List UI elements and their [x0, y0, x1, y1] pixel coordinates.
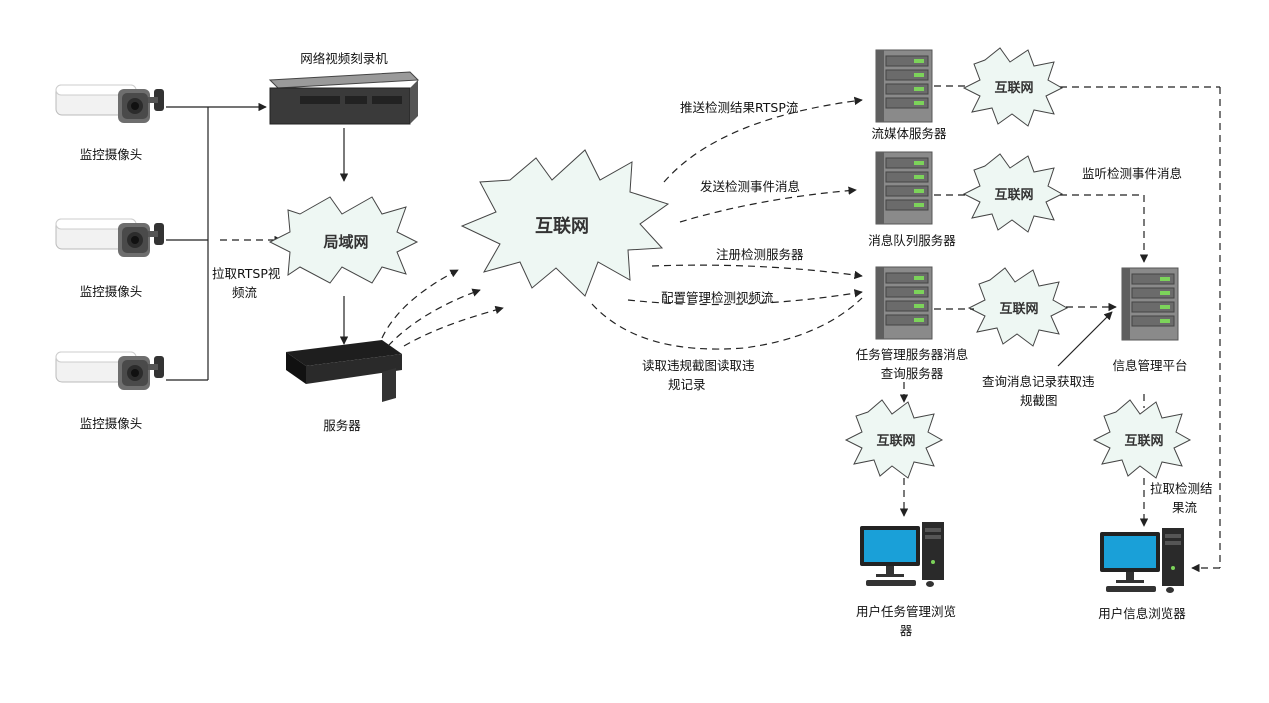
- pull-result-label-2: 果流: [1172, 500, 1198, 515]
- server-label: 服务器: [323, 418, 361, 433]
- info-platform-node: 信息管理平台: [1112, 267, 1188, 373]
- net-bottom-right-cloud: 互联网: [1092, 399, 1192, 479]
- rack-server-icon: [286, 340, 402, 402]
- mq-server-node: 消息队列服务器: [868, 151, 956, 248]
- net-top-cloud: 互联网: [962, 47, 1064, 127]
- stream-server-node: 流媒体服务器: [871, 49, 947, 141]
- task-server-label-2: 查询服务器: [881, 366, 944, 381]
- server-icon: [875, 49, 933, 123]
- query-label-2: 规截图: [1020, 393, 1058, 408]
- info-platform-label: 信息管理平台: [1112, 358, 1187, 373]
- camera-3-node: 监控摄像头: [55, 351, 165, 431]
- nvr-node: 网络视频刻录机: [268, 51, 420, 125]
- net-bottom-right-label: 互联网: [1124, 434, 1163, 449]
- task-server-label: 任务管理服务器消息: [856, 347, 969, 362]
- user-task-browser-label: 用户任务管理浏览: [856, 604, 956, 619]
- user-info-browser-node: 用户信息浏览器: [1098, 528, 1186, 621]
- net-bottom-left-label: 互联网: [876, 434, 915, 449]
- desktop-computer-icon: [860, 522, 944, 587]
- query-label: 查询消息记录获取违: [982, 374, 1095, 389]
- camera-icon: [55, 351, 165, 391]
- desktop-computer-icon: [1100, 528, 1184, 593]
- nvr-label: 网络视频刻录机: [300, 51, 388, 66]
- net-top-label: 互联网: [994, 81, 1033, 96]
- pull-result-label: 拉取检测结: [1150, 481, 1213, 496]
- task-server-node: 任务管理服务器消息 查询服务器: [856, 266, 969, 381]
- pull-rtsp-label: 拉取RTSP视: [212, 266, 281, 281]
- push-result-label: 推送检测结果RTSP流: [680, 100, 799, 115]
- register-label: 注册检测服务器: [716, 247, 804, 262]
- server-icon: [1121, 267, 1179, 341]
- internet-main-cloud: 互联网: [460, 149, 670, 297]
- server-to-internet-links: [381, 269, 504, 347]
- read-label: 读取违规截图读取违: [642, 358, 755, 373]
- server-icon: [875, 151, 933, 225]
- config-label: 配置管理检测视频流: [661, 290, 774, 305]
- read-label-2: 规记录: [668, 377, 706, 392]
- stream-server-label: 流媒体服务器: [871, 126, 947, 141]
- listen-event-label: 监听检测事件消息: [1082, 166, 1182, 181]
- user-task-browser-label-2: 器: [900, 623, 913, 638]
- net-bottom-left-cloud: 互联网: [844, 399, 944, 479]
- lan-cloud: 局域网: [268, 196, 419, 284]
- pull-rtsp-label-2: 频流: [232, 285, 258, 300]
- internet-main-label: 互联网: [535, 216, 589, 237]
- nvr-icon: [268, 71, 420, 125]
- camera-2-label: 监控摄像头: [80, 284, 143, 299]
- net-task-label: 互联网: [999, 302, 1038, 317]
- net-mid-label: 互联网: [994, 188, 1033, 203]
- user-info-browser-label: 用户信息浏览器: [1098, 606, 1186, 621]
- lan-label: 局域网: [322, 233, 368, 251]
- right-side-links: [899, 85, 1221, 573]
- internet-to-servers-links: [591, 96, 863, 350]
- rack-server-node: 服务器: [286, 340, 402, 433]
- camera-2-node: 监控摄像头: [55, 218, 165, 299]
- camera-bus: [166, 102, 283, 381]
- camera-1-label: 监控摄像头: [80, 147, 143, 162]
- net-mid-cloud: 互联网: [962, 153, 1064, 233]
- net-task-cloud: 互联网: [967, 267, 1069, 347]
- server-icon: [875, 266, 933, 340]
- camera-1-node: 监控摄像头: [55, 84, 165, 162]
- send-event-label: 发送检测事件消息: [700, 179, 800, 194]
- camera-3-label: 监控摄像头: [80, 416, 143, 431]
- camera-icon: [55, 218, 165, 258]
- user-task-browser-node: 用户任务管理浏览 器: [856, 522, 956, 638]
- mq-server-label: 消息队列服务器: [868, 233, 956, 248]
- camera-icon: [55, 84, 165, 124]
